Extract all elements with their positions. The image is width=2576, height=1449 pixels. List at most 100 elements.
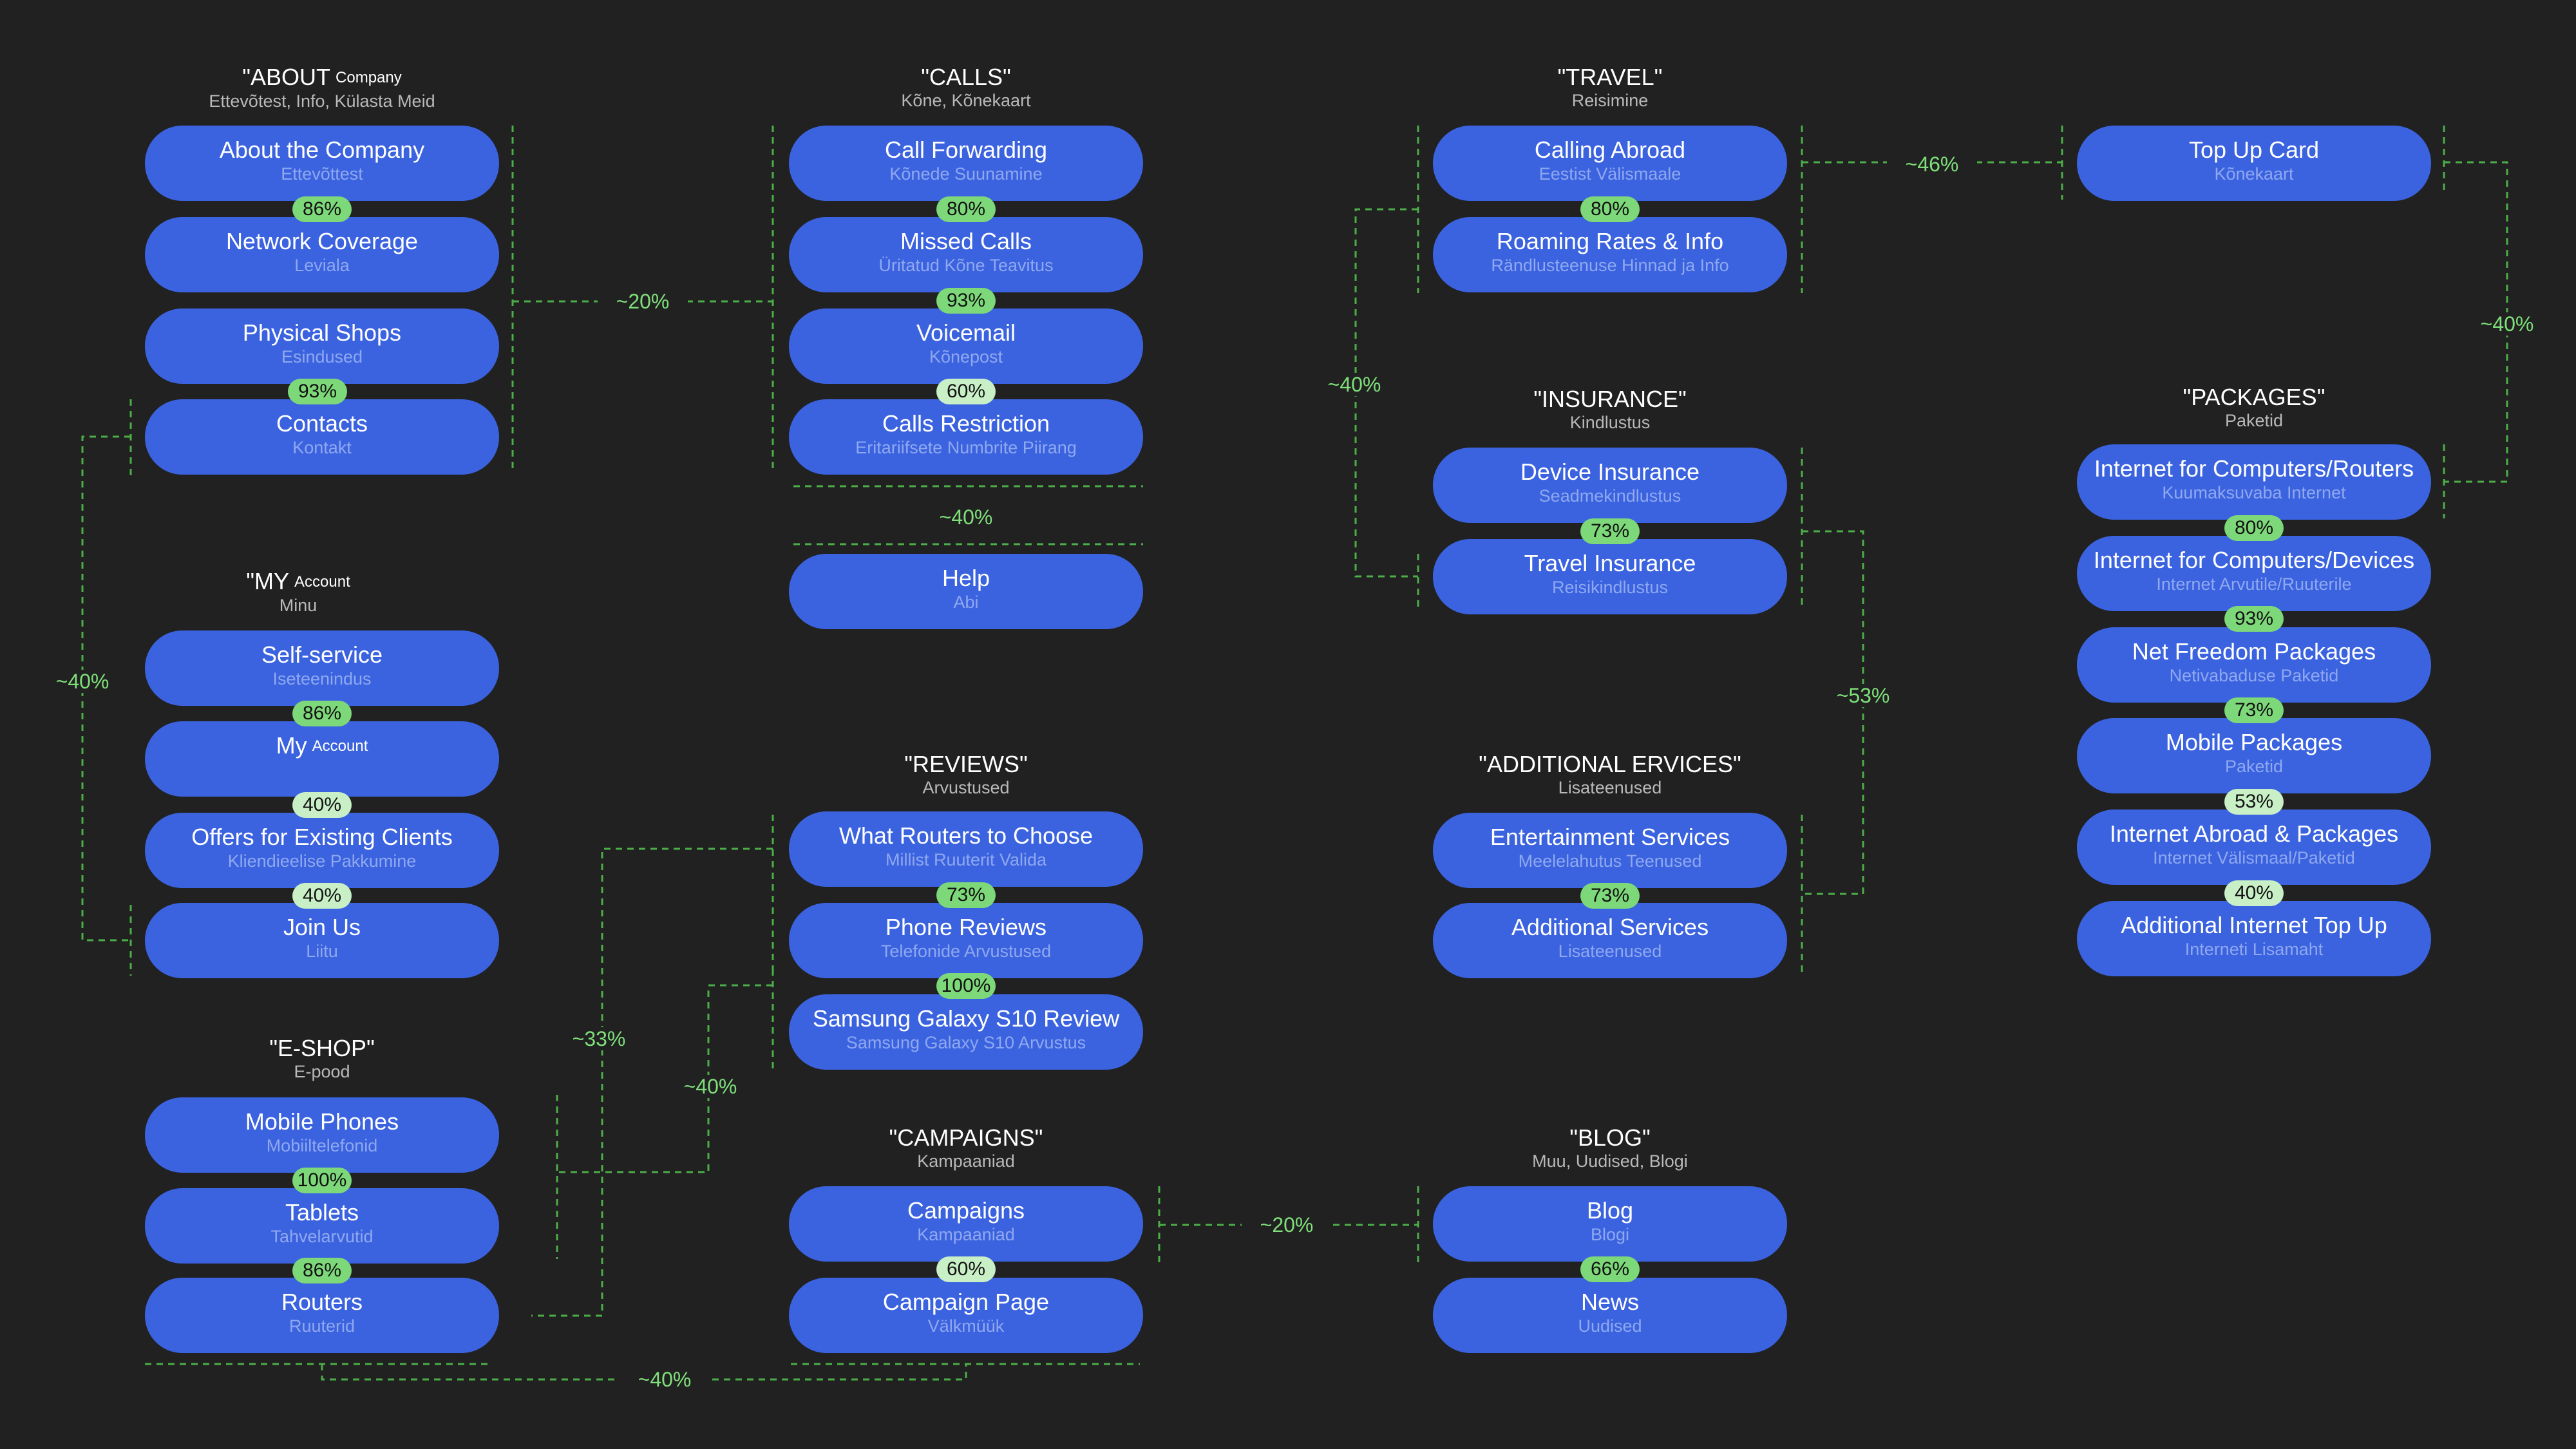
group-subtitle: Kampaaniad [917,1151,1015,1171]
node-sublabel: Blogi [1590,1225,1630,1244]
node-label: Tablets [285,1199,359,1226]
node-label: Top Up Card [2188,137,2320,163]
node-sublabel: Interneti Lisamaht [2184,940,2324,959]
node-label: Physical Shops [242,319,402,346]
node-sublabel: Internet Arvutile/Ruuterile [2156,574,2352,594]
edge-label-calls-help: ~40% [921,506,1011,529]
percent-badge: 100% [292,1168,352,1193]
node-label: Phone Reviews [885,914,1047,940]
group-subtitle: Kõne, Kõnekaart [901,91,1031,110]
group-header-insurance: "INSURANCE" Kindlustus [1352,386,1868,433]
group-title: "INSURANCE" [1533,386,1687,412]
percent-badge: 66% [1580,1256,1640,1282]
node-label: Join Us [283,914,361,940]
node-label: Campaign Page [882,1289,1050,1315]
edge-label-about-calls: ~20% [598,290,688,313]
node-label: Contacts [276,410,368,437]
node-label-text: My [276,732,307,759]
node-label: Campaigns [907,1197,1025,1224]
node-label: Samsung Galaxy S10 Review [812,1005,1120,1032]
percent-badge: 80% [936,196,996,222]
group-subtitle: Kindlustus [1569,413,1651,432]
group-header-travel: "TRAVEL" Reisimine [1352,64,1868,111]
percent-badge: 93% [2224,606,2284,632]
node-label: About the Company [219,137,425,163]
group-header-eshop: "E-SHOP" E-pood [64,1036,580,1082]
connector-travel-insurance [1354,126,1419,609]
group-title: "REVIEWS" [904,751,1028,777]
group-header-campaigns: "CAMPAIGNS" Kampaaniad [708,1125,1224,1171]
percent-badge: 86% [292,196,352,222]
percent-badge: 93% [936,288,996,314]
group-header-additional: "ADDITIONAL ERVICES" Lisateenused [1352,752,1868,798]
percent-badge: 60% [936,1256,996,1282]
edge-label-about-my: ~40% [37,670,128,693]
edge-label-topup-packages: ~40% [2462,312,2552,336]
edge-label-travel-insurance: ~40% [1309,373,1399,396]
group-title-text: "MY [246,568,290,594]
percent-badge: 40% [292,883,352,909]
group-header-blog: "BLOG" Muu, Uudised, Blogi [1352,1125,1868,1171]
group-title: "CAMPAIGNS" [889,1124,1043,1151]
percent-badge: 73% [1580,518,1640,544]
node-label: Internet for Computers/Routers [2094,455,2414,482]
node-sublabel: Kliendieelise Pakkumine [227,851,417,871]
group-title: "ADDITIONAL ERVICES" [1479,751,1741,777]
percent-badge: 86% [292,1258,352,1283]
node-label: Device Insurance [1520,459,1700,485]
edge-label-eshop-reviews-b: ~40% [665,1075,755,1098]
node-label: Travel Insurance [1524,550,1696,576]
node-sublabel: Ettevõttest [281,164,363,184]
node-sublabel: Samsung Galaxy S10 Arvustus [846,1033,1086,1052]
group-title-small: Account [294,573,350,591]
group-title: "E-SHOP" [269,1035,375,1061]
group-title: "BLOG" [1569,1124,1651,1151]
node-label: Call Forwarding [884,137,1048,163]
percent-badge: 80% [2224,515,2284,541]
node-label: Entertainment Services [1490,824,1730,850]
connector-eshop-reviews-a [531,815,774,1317]
group-subtitle: Reisimine [1571,91,1649,110]
group-header-reviews: "REVIEWS" Arvustused [708,752,1224,798]
percent-badge: 93% [288,379,347,404]
